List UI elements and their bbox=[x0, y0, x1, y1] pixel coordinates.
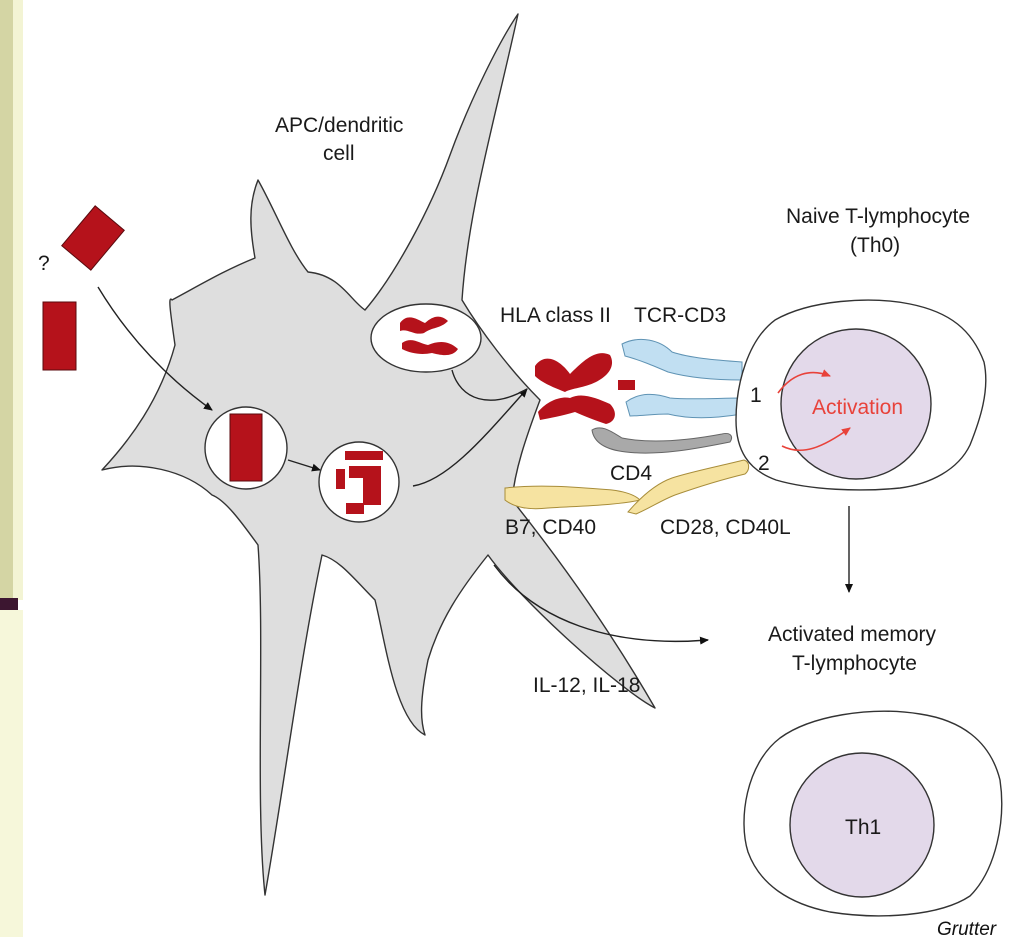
naive-t-lymphocyte-nucleus bbox=[780, 328, 932, 480]
th1-label: Th1 bbox=[845, 816, 881, 839]
cytokines-label: IL-12, IL-18 bbox=[533, 674, 640, 697]
hla-transport-arrow bbox=[451, 369, 528, 401]
hla-alpha-chain bbox=[535, 353, 613, 392]
antigen-internalized bbox=[229, 413, 263, 482]
tcr-cd3-label: TCR-CD3 bbox=[634, 304, 726, 327]
apc-label-line1: APC/dendritic bbox=[275, 114, 403, 137]
hla-loading-vesicle bbox=[370, 303, 482, 373]
presented-peptide bbox=[618, 380, 635, 390]
fragment-5 bbox=[346, 503, 364, 514]
th1-nucleus bbox=[789, 752, 935, 898]
tcr-cd3-complex bbox=[621, 338, 743, 419]
signal-1-arrow bbox=[777, 369, 831, 394]
antigen-fragments bbox=[336, 451, 383, 514]
signal-2-label: 2 bbox=[758, 452, 770, 475]
side-panel-band bbox=[0, 598, 18, 610]
hla-class-ii-label: HLA class II bbox=[500, 304, 611, 327]
memory-label-line1: Activated memory bbox=[768, 623, 937, 646]
cd28-cd40l-molecule bbox=[627, 459, 750, 515]
tcr-chain-lower bbox=[625, 393, 743, 419]
activation-label: Activation bbox=[812, 396, 903, 419]
naive-label-line2: (Th0) bbox=[850, 234, 900, 257]
antigen-upright-block bbox=[42, 301, 77, 371]
hla-beta-chain bbox=[538, 395, 615, 424]
memory-label-line2: T-lymphocyte bbox=[792, 652, 917, 675]
cd28-cd40l-label: CD28, CD40L bbox=[660, 516, 791, 539]
hla-chain-upper bbox=[400, 316, 448, 334]
cytokine-arrow bbox=[493, 564, 709, 645]
fragment-2 bbox=[336, 469, 345, 489]
hla-class-ii-complex bbox=[535, 353, 635, 424]
processing-arrow bbox=[287, 459, 321, 472]
fragment-1 bbox=[345, 451, 383, 460]
b7-cd40-molecule bbox=[504, 485, 641, 510]
naive-label-line1: Naive T-lymphocyte bbox=[786, 205, 970, 228]
side-panel-fill bbox=[0, 0, 13, 600]
b7-cd40-label: B7, CD40 bbox=[505, 516, 596, 539]
cd4-molecule bbox=[591, 427, 733, 454]
uptake-arrow bbox=[97, 286, 213, 411]
cd4-label: CD4 bbox=[610, 462, 652, 485]
hla-molecules-in-vesicle bbox=[400, 316, 458, 356]
side-panel-stripe bbox=[13, 0, 23, 600]
tcr-chain-upper bbox=[621, 338, 743, 381]
source-credit: Grutter bbox=[937, 919, 997, 937]
antigen-tilted-block bbox=[61, 205, 125, 271]
side-panel-lower bbox=[0, 610, 23, 937]
unknown-antigen-label: ? bbox=[38, 252, 50, 275]
peptide-transport-arrow bbox=[412, 388, 528, 487]
antigen-free bbox=[42, 205, 125, 371]
hla-chain-lower bbox=[402, 340, 458, 356]
fragment-4 bbox=[363, 478, 381, 505]
signal-1-label: 1 bbox=[750, 384, 762, 407]
signal-2-arrow bbox=[781, 427, 851, 452]
side-panel bbox=[0, 0, 23, 937]
fragment-3 bbox=[349, 466, 381, 478]
apc-label-line2: cell bbox=[323, 142, 355, 165]
